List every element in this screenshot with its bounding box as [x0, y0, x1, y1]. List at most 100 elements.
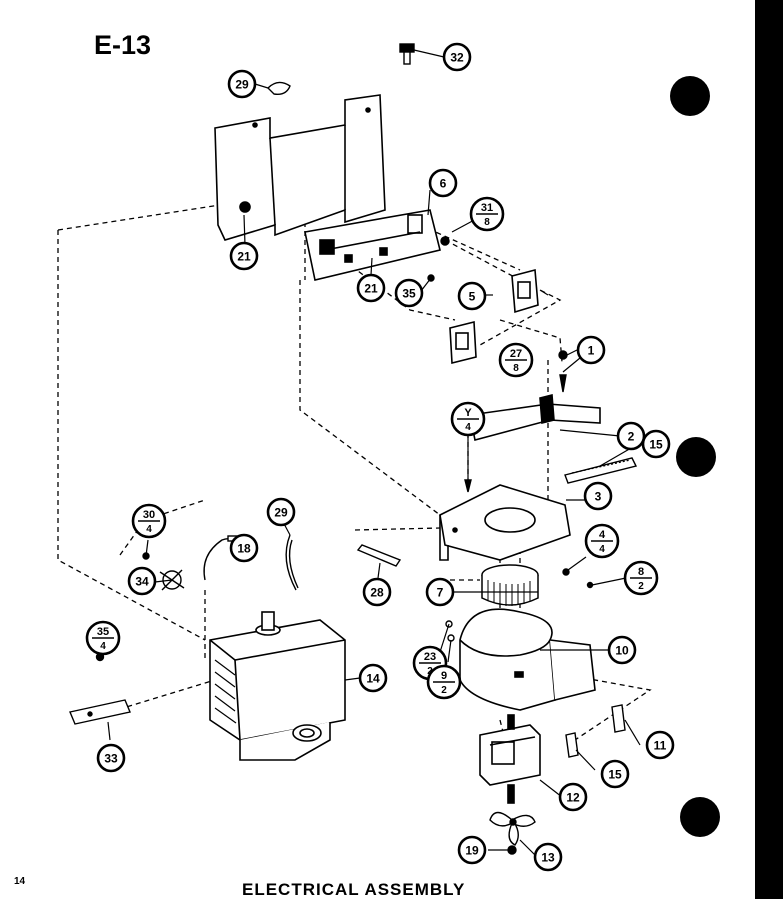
callout-label: 31 [481, 202, 493, 214]
callout-label: 34 [135, 575, 149, 589]
callout-28: 28 [362, 577, 392, 607]
callout-circle [229, 241, 259, 271]
callout-5: 5 [457, 281, 487, 311]
callout-label: Y [464, 407, 472, 419]
sheet-code: E-13 [94, 30, 152, 60]
callout-label: 32 [450, 51, 464, 65]
guide-line [329, 249, 456, 321]
callout-11: 11 [645, 730, 675, 760]
binder-hole-top [670, 76, 710, 116]
callout-label: 10 [615, 644, 629, 658]
callout-label: 23 [424, 651, 436, 663]
callout-label: 2 [441, 685, 447, 696]
callout-32: 32 [442, 42, 472, 72]
callout-29: 29 [266, 497, 296, 527]
callout-circle [600, 759, 630, 789]
callout-label: 2 [628, 430, 635, 444]
callout-circle [583, 481, 613, 511]
callout-circle [229, 533, 259, 563]
callout-circle [356, 273, 386, 303]
callout-circle [645, 730, 675, 760]
callout-label: 28 [370, 586, 384, 600]
callout-19: 19 [457, 835, 487, 865]
callout-label: 29 [235, 78, 249, 92]
guide-line [444, 239, 562, 346]
binder-hole-middle [676, 437, 716, 477]
callout-circle [428, 168, 458, 198]
callout-label: 8 [638, 566, 644, 578]
callout-27-8: 278 [498, 342, 534, 378]
callout-circle [558, 782, 588, 812]
fan-mounting-plate [439, 484, 571, 561]
page-number: 14 [14, 876, 26, 887]
callout-2: 2 [616, 421, 646, 451]
callout-8-2: 82 [623, 560, 659, 596]
guide-line [354, 527, 441, 531]
callout-label: 35 [97, 626, 109, 638]
callout-label: 15 [649, 438, 663, 452]
callout-label: 4 [465, 422, 471, 433]
callout-21: 21 [229, 241, 259, 271]
callout-label: 4 [100, 641, 106, 652]
callout-circle [266, 497, 296, 527]
callout-34: 34 [127, 566, 157, 596]
binder-hole-bottom [680, 797, 720, 837]
callout-circle [457, 835, 487, 865]
callout-label: 27 [510, 348, 522, 360]
callout-label: 12 [566, 791, 580, 805]
callout-15: 15 [600, 759, 630, 789]
callout-circle [425, 577, 455, 607]
callout-circle [616, 421, 646, 451]
callout-label: 7 [437, 586, 444, 600]
callout-label: 11 [654, 739, 667, 753]
callout-23-2: 232 [412, 645, 448, 681]
mounting-bracket [214, 94, 386, 241]
callout-label: 13 [541, 851, 555, 865]
callout-circle [358, 663, 388, 693]
switch-pair [449, 268, 539, 365]
callout-label: 9 [441, 670, 447, 682]
guide-line [499, 319, 563, 363]
callout-label: 2 [427, 666, 433, 677]
callout-label: 15 [608, 768, 622, 782]
callout-6: 6 [428, 168, 458, 198]
magnetron [209, 611, 346, 761]
guide-line [419, 224, 521, 271]
callout-3: 3 [583, 481, 613, 511]
callout-label: 5 [469, 290, 476, 304]
fan-motor [479, 714, 541, 804]
insulator-strip-upper [564, 457, 638, 484]
callout-14: 14 [358, 663, 388, 693]
fan-duct [459, 608, 596, 711]
cooling-fan-blade [489, 811, 536, 846]
terminal-board [304, 209, 441, 281]
callout-circle [457, 281, 487, 311]
callout-label: 4 [146, 524, 152, 535]
callout-label: 3 [595, 490, 602, 504]
callout-circle [96, 743, 126, 773]
stirrer-bracket [469, 393, 601, 441]
callout-label: 6 [440, 177, 447, 191]
small-hardware [69, 43, 626, 855]
callout-1: 1 [576, 335, 606, 365]
callout-label: 14 [366, 672, 380, 686]
callout-18: 18 [229, 533, 259, 563]
callout-13: 13 [533, 842, 563, 872]
guide-line [57, 230, 206, 641]
guide-line [119, 499, 206, 556]
callout-label: 8 [513, 363, 519, 374]
callout-circle [641, 429, 671, 459]
callout-circle [576, 335, 606, 365]
callout-label: 19 [465, 844, 479, 858]
callout-21: 21 [356, 273, 386, 303]
callout-7: 7 [425, 577, 455, 607]
callout-31-8: 318 [469, 196, 505, 232]
callout-30-4: 304 [131, 503, 167, 539]
callout-label: 30 [143, 509, 155, 521]
callout-label: 29 [274, 506, 288, 520]
guide-line [299, 280, 441, 516]
callout-4-4: 44 [584, 523, 620, 559]
callout-label: 18 [237, 542, 251, 556]
